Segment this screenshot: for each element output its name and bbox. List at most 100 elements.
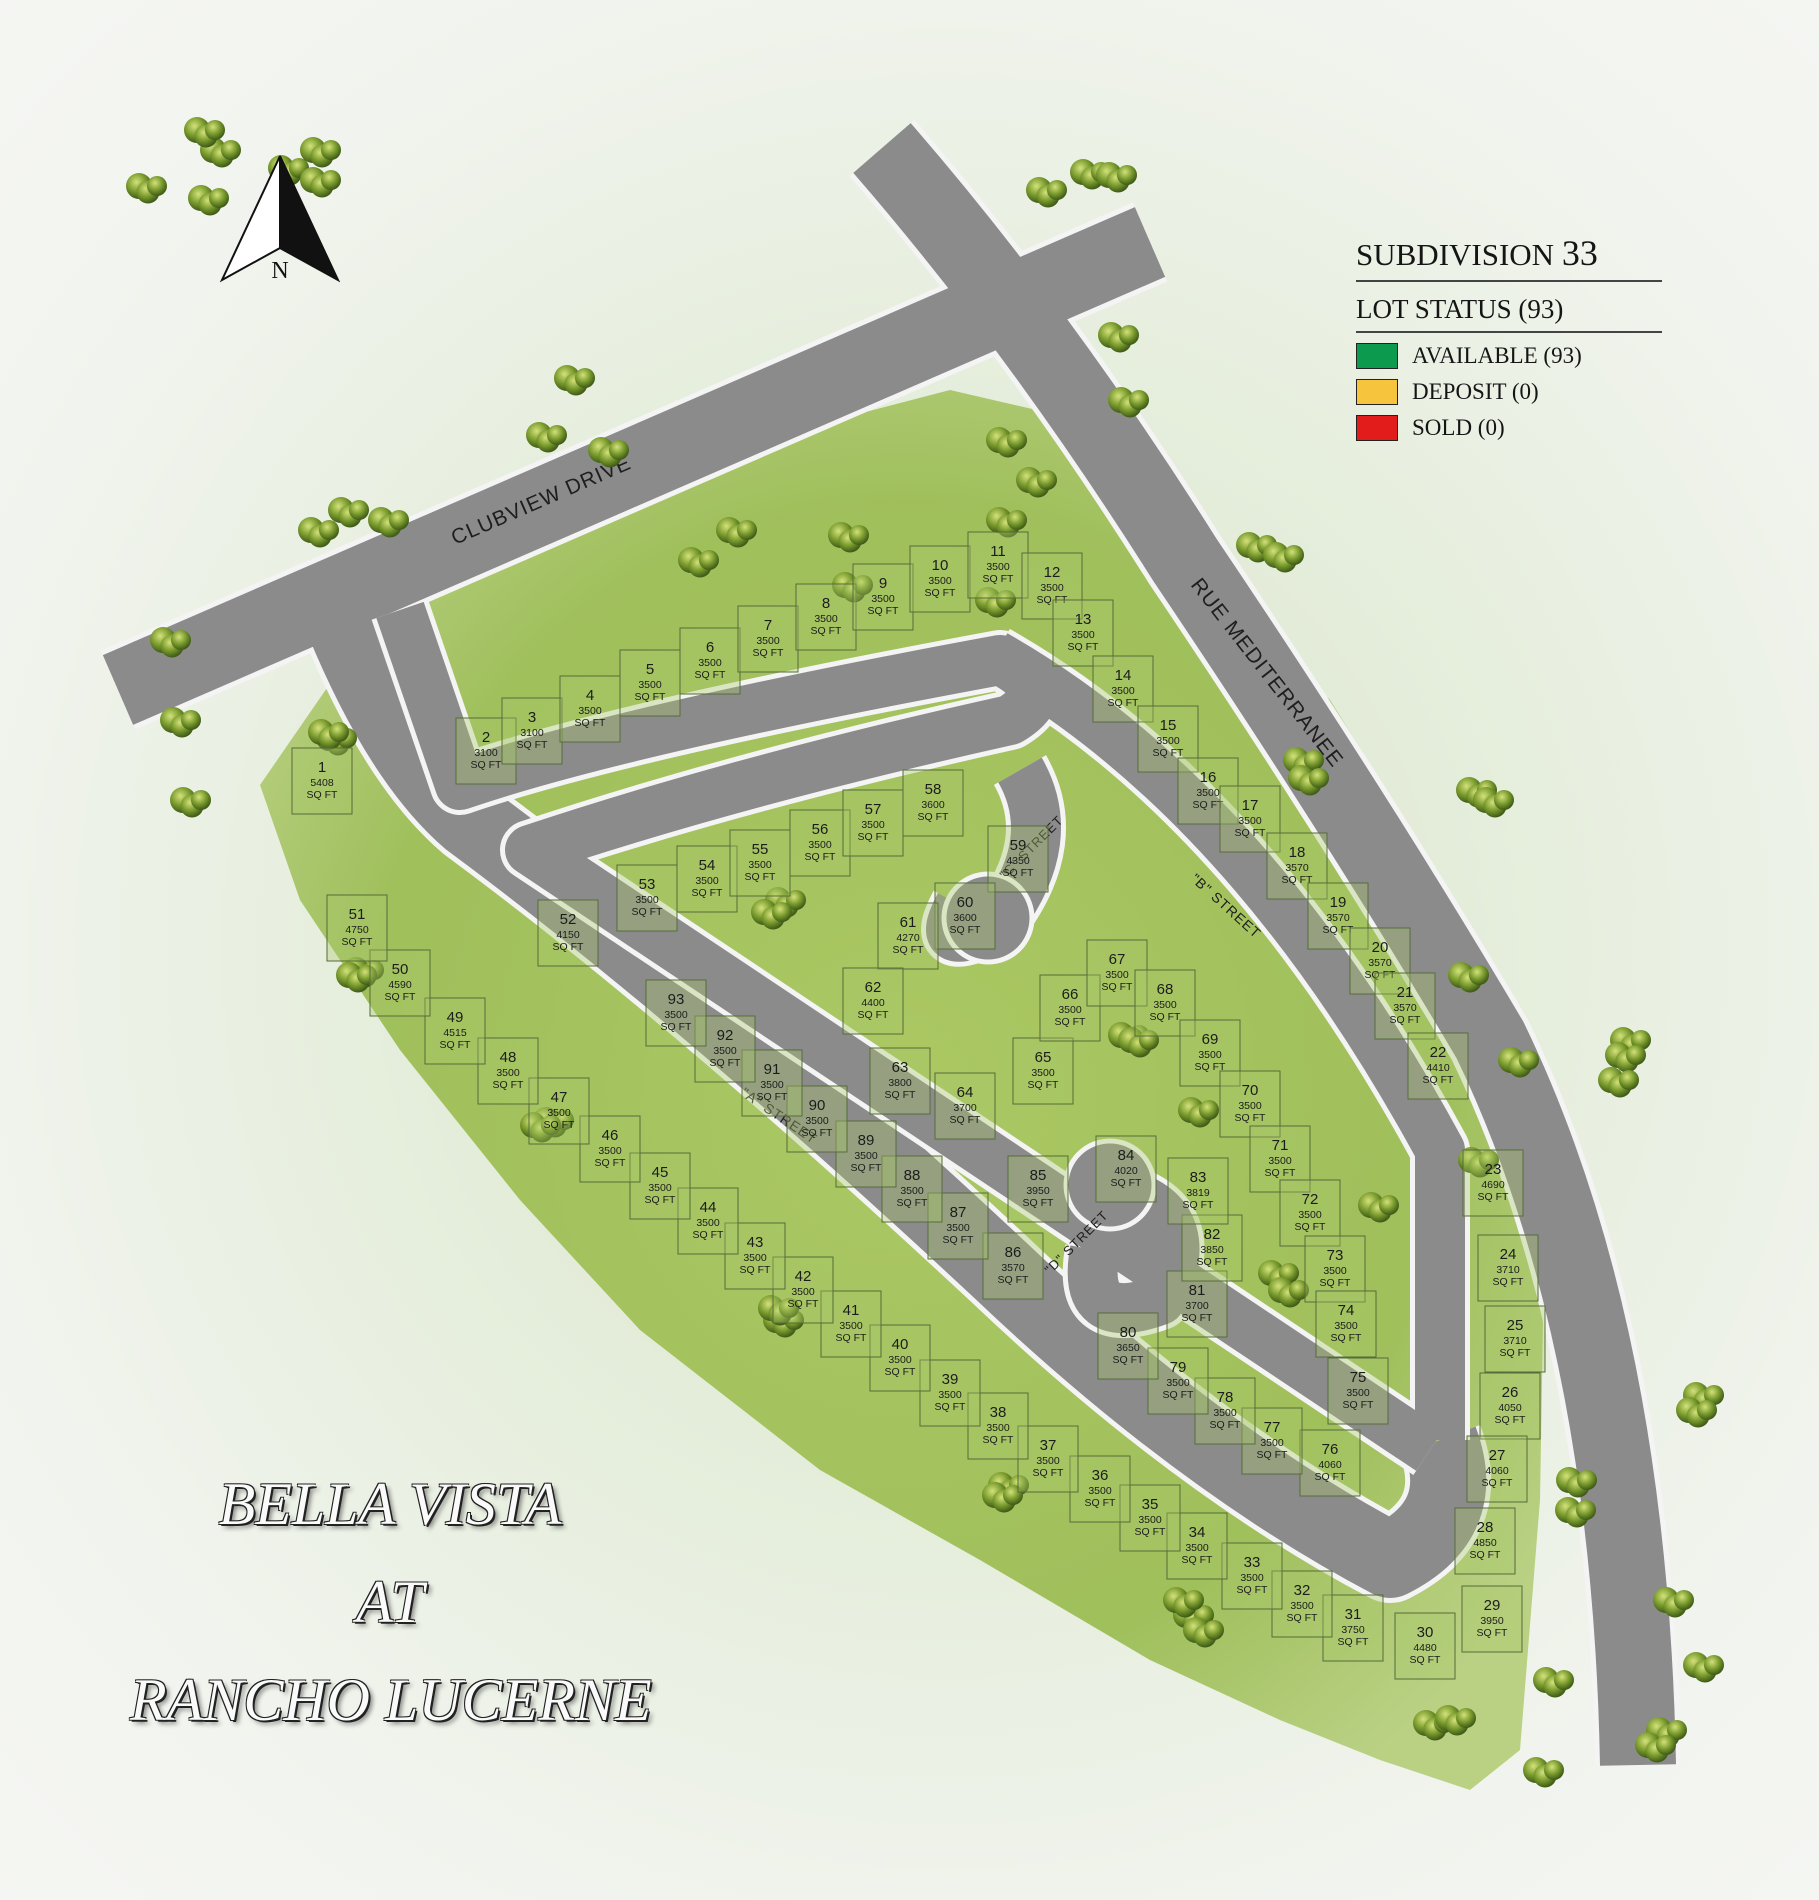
legend-item-deposit[interactable]: DEPOSIT (0)	[1356, 379, 1662, 405]
lot-area: 3570	[1285, 862, 1309, 874]
legend-item-sold[interactable]: SOLD (0)	[1356, 415, 1662, 441]
legend-item-available[interactable]: AVAILABLE (93)	[1356, 343, 1662, 369]
lot-number: 42	[795, 1268, 812, 1285]
lot-boundary	[1484, 1305, 1546, 1373]
tree-icon	[996, 590, 1016, 610]
tree-icon	[849, 525, 869, 545]
lot-number: 49	[447, 1009, 464, 1026]
tree-icon	[1576, 1500, 1596, 1520]
lot-boundary	[772, 1256, 834, 1324]
tree-icon	[1309, 768, 1329, 788]
lot-area-unit: SQ FT	[950, 924, 982, 936]
lot-area-unit: SQ FT	[1113, 1354, 1145, 1366]
tree-icon	[1656, 1735, 1676, 1755]
lot-number: 7	[764, 617, 772, 634]
lot-area: 3700	[1185, 1300, 1209, 1312]
